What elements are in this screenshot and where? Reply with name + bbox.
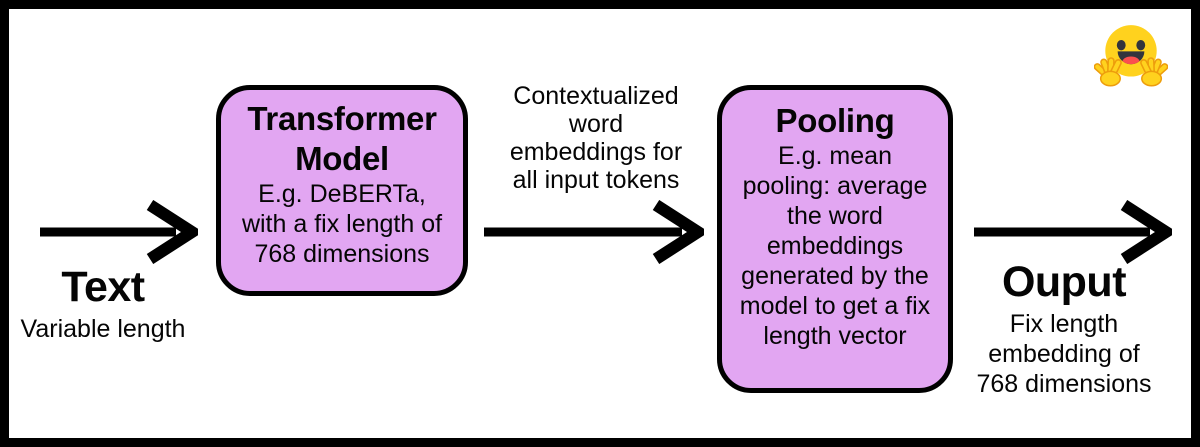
pooling-box-body: E.g. mean pooling: average the word embe… <box>739 142 931 350</box>
transformer-box-body: E.g. DeBERTa, with a fix length of 768 d… <box>241 180 443 268</box>
pooling-box-title: Pooling <box>775 102 895 139</box>
input-title: Text <box>61 263 145 311</box>
pooling-box: Pooling E.g. mean pooling: average the w… <box>717 85 953 393</box>
output-subtitle: Fix length embedding of 768 dimensions <box>976 310 1152 399</box>
middle-arrow-annotation: Contextualized word embeddings for all i… <box>509 82 683 194</box>
output-title: Ouput <box>1001 258 1127 306</box>
input-subtitle: Variable length <box>20 315 186 344</box>
hugging-face-emoji <box>1093 20 1169 94</box>
arrow-transformer-to-pooling-icon <box>484 200 704 264</box>
arrow-input-to-transformer-icon <box>40 200 198 264</box>
transformer-box-title: Transformer Model <box>247 100 437 177</box>
input-stage-label: Text Variable length <box>6 263 200 344</box>
output-stage-label: Ouput Fix length embedding of 768 dimens… <box>954 258 1174 399</box>
arrow-pooling-to-output-icon <box>974 200 1172 264</box>
transformer-model-box: Transformer Model E.g. DeBERTa, with a f… <box>216 85 468 296</box>
hugging-face-emoji-svg <box>1093 25 1169 87</box>
